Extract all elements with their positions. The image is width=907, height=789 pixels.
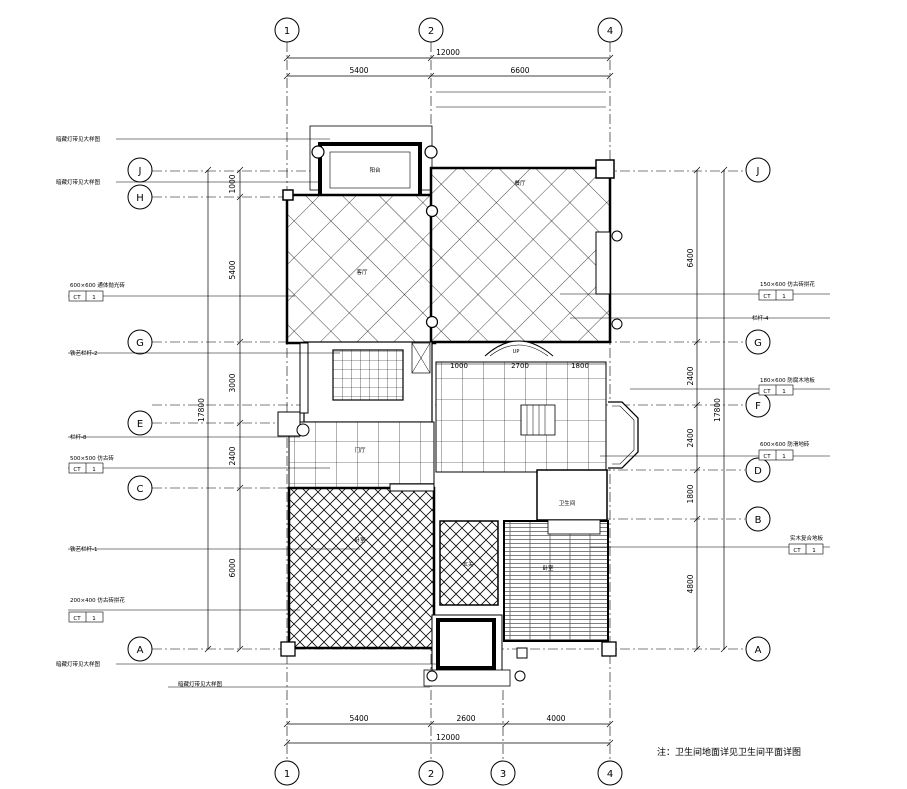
building (277, 91, 639, 687)
callout-left-10: 暗藏灯带见大样图 (178, 680, 223, 688)
callout-left-6: 500×500 仿古砖 (70, 454, 114, 462)
room-label-3: 客厅 (356, 268, 368, 276)
dim-right-2400b: 2400 (686, 428, 695, 447)
room-label-1: 阳台 (369, 166, 381, 174)
drawing-note: 注：卫生间地面详见卫生间平面详图 (657, 746, 801, 758)
dimension-left (204, 166, 244, 653)
grid-label-left-E: E (137, 419, 143, 430)
callout-left-9: 暗藏灯带见大样图 (56, 660, 101, 668)
dim-bottom-total: 12000 (436, 733, 460, 742)
grid-label-left-G: G (136, 338, 144, 349)
dim-right-6400: 6400 (686, 248, 695, 267)
grid-label-top-1: 1 (284, 26, 290, 37)
dim-bottom-b: 2600 (456, 714, 475, 723)
up-label: UP (513, 349, 520, 355)
callout-left-1: 暗藏灯带见大样图 (56, 135, 101, 143)
grid-label-bottom-1: 1 (284, 769, 290, 780)
grid-bubbles-top: 1 2 4 (274, 17, 623, 43)
grid-label-left-H: H (136, 193, 144, 204)
grid-label-left-J: J (138, 166, 142, 177)
callout-left-3: 600×600 通体抛光砖 (70, 281, 125, 289)
room-label-6: 卧室 (354, 536, 366, 544)
callout-right-5-tag: CT (793, 548, 801, 554)
dimension-right (693, 166, 728, 653)
callout-left-8: 200×400 仿古砖拼花 (70, 596, 125, 604)
grid-label-left-A: A (137, 645, 144, 656)
dim-top-b: 6600 (510, 66, 529, 75)
grid-label-right-G: G (754, 338, 762, 349)
grid-label-top-2: 2 (428, 26, 434, 37)
callout-left-8-num: 1 (92, 616, 96, 622)
dim-right-1800: 1800 (686, 484, 695, 503)
callout-right-1: 150×600 仿古砖拼花 (760, 280, 815, 288)
dim-left-2400: 2400 (228, 446, 237, 465)
callout-left-4: 铁艺栏杆-2 (70, 349, 97, 357)
grid-label-right-A: A (755, 645, 762, 656)
callout-left-2: 暗藏灯带见大样图 (56, 178, 101, 186)
dim-left-1000: 1000 (228, 174, 237, 193)
callout-left-6-tag: CT (73, 467, 81, 473)
grid-label-right-J: J (756, 166, 760, 177)
callout-right-5: 实木复合地板 (790, 534, 824, 542)
room-label-4: 卫生间 (559, 499, 576, 507)
dim-left-5400: 5400 (228, 260, 237, 279)
grid-label-right-D: D (754, 466, 762, 477)
grid-label-bottom-4: 4 (607, 769, 613, 780)
callout-right-5-num: 1 (812, 548, 816, 554)
dim-top-total: 12000 (436, 48, 460, 57)
room-label-2: 餐厅 (514, 179, 526, 187)
callout-right-4: 600×600 防滑地砖 (760, 440, 810, 448)
room-label-5: 门厅 (354, 446, 366, 454)
callout-right-3-num: 1 (782, 389, 786, 395)
grid-bubbles-left: J H G E C A (127, 157, 153, 662)
dim-left-total: 17800 (197, 398, 206, 422)
dim-bottom-c: 4000 (546, 714, 565, 723)
callout-right-1-tag: CT (763, 294, 771, 300)
callout-right-4-tag: CT (763, 454, 771, 460)
dim-left-6000: 6000 (228, 558, 237, 577)
grid-label-bottom-3: 3 (500, 769, 506, 780)
dimension-top (283, 54, 614, 80)
dim-right-2400a: 2400 (686, 366, 695, 385)
dim-right-4800: 4800 (686, 574, 695, 593)
callout-right-1-num: 1 (782, 294, 786, 300)
dim-inner-1000: 1000 (450, 362, 468, 370)
dim-inner-2700: 2700 (511, 362, 529, 370)
callout-left-8-tag: CT (73, 616, 81, 622)
callout-right-2: 栏杆-4 (752, 314, 769, 322)
callout-right-3-tag: CT (763, 389, 771, 395)
callout-left-3-tag: CT (73, 295, 81, 301)
dim-inner-1800: 1800 (571, 362, 589, 370)
dimension-bottom (283, 720, 614, 747)
callout-left-6-num: 1 (92, 467, 96, 473)
callout-right-4-num: 1 (782, 454, 786, 460)
grid-bubbles-bottom: 1 2 3 4 (274, 760, 623, 786)
callout-left-3-num: 1 (92, 295, 96, 301)
dim-top-a: 5400 (349, 66, 368, 75)
room-label-8: 卧室 (542, 564, 554, 572)
grid-bubbles-right: J G F D B A (745, 157, 771, 662)
grid-label-right-B: B (755, 515, 762, 526)
grid-label-right-F: F (755, 401, 761, 412)
grid-label-bottom-2: 2 (428, 769, 434, 780)
callout-left-7: 铁艺栏杆-1 (70, 545, 97, 553)
dim-bottom-a: 5400 (349, 714, 368, 723)
grid-label-top-4: 4 (607, 26, 613, 37)
callout-lines-left (68, 138, 440, 688)
grid-label-left-C: C (137, 484, 144, 495)
dim-right-total: 17800 (713, 398, 722, 422)
callout-right-3: 180×600 防腐木地板 (760, 376, 815, 384)
callout-left-5: 栏杆-8 (70, 433, 87, 441)
dim-left-3000: 3000 (228, 373, 237, 392)
room-label-7: 玄关 (462, 560, 474, 568)
